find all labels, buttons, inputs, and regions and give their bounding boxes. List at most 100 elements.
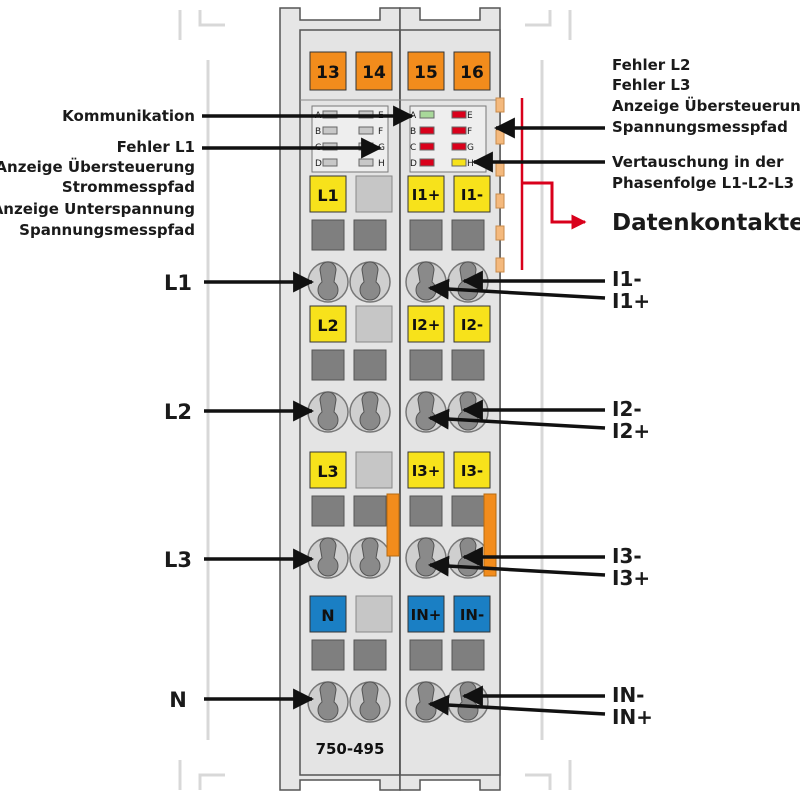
led-f-right xyxy=(451,126,467,135)
cell-blank-2 xyxy=(355,305,393,343)
label-fehler-l1: Fehler L1 xyxy=(117,138,195,156)
label-vertauschung-2: Phasenfolge L1-L2-L3 xyxy=(612,174,794,192)
arrow-i2-plus xyxy=(427,408,606,430)
led-a-right xyxy=(419,110,435,119)
label-i3-plus: I3+ xyxy=(612,566,650,590)
cell-right-a-3 xyxy=(407,451,445,489)
cell-left-1 xyxy=(309,175,347,213)
svg-text:H: H xyxy=(467,159,474,169)
push-button-2-2 xyxy=(353,349,387,381)
push-button-1-2 xyxy=(353,219,387,251)
latch-left xyxy=(386,493,400,557)
label-n: N xyxy=(169,688,187,712)
din-rail-outline xyxy=(178,10,572,790)
push-button-3-4 xyxy=(451,495,485,527)
led-d-right xyxy=(419,158,435,167)
label-i1-minus: I1- xyxy=(612,267,642,291)
push-button-4-3 xyxy=(409,639,443,671)
terminal-14: 14 xyxy=(362,63,386,83)
cell-right-b-2 xyxy=(453,305,491,343)
terminal-15: 15 xyxy=(414,63,438,83)
push-button-3-1 xyxy=(311,495,345,527)
arrow-in-plus xyxy=(427,694,606,716)
cell-left-4 xyxy=(309,595,347,633)
right-labels: Fehler L2 Fehler L3 Anzeige Übersteuerun… xyxy=(612,56,800,729)
label-in-plus: IN+ xyxy=(612,705,653,729)
label-kommunikation: Kommunikation xyxy=(62,107,195,125)
cell-right-label-a-3: I3+ xyxy=(412,462,441,480)
label-i1-plus: I1+ xyxy=(612,289,650,313)
datenkontakte-arrow xyxy=(522,181,587,230)
top-terminals: 13 14 15 16 xyxy=(309,51,491,91)
push-button-1-4 xyxy=(451,219,485,251)
push-button-3-3 xyxy=(409,495,443,527)
label-uebersteuerung-strom-1: Anzeige Übersteuerung xyxy=(0,157,195,176)
left-labels: Kommunikation Fehler L1 Anzeige Übersteu… xyxy=(0,107,195,712)
cell-right-a-4 xyxy=(407,595,445,633)
label-i2-plus: I2+ xyxy=(612,419,650,443)
label-vertauschung-1: Vertauschung in der xyxy=(612,153,784,171)
led-e-right xyxy=(451,110,467,119)
label-i3-minus: I3- xyxy=(612,544,642,568)
led-b-right xyxy=(419,126,435,135)
clamp-opening-4-1 xyxy=(317,681,339,721)
led-b-left xyxy=(322,126,338,135)
latch-right xyxy=(483,493,497,577)
svg-text:F: F xyxy=(467,127,472,137)
label-l3: L3 xyxy=(164,548,192,572)
label-fehler-l2: Fehler L2 xyxy=(612,56,690,74)
label-in-minus: IN- xyxy=(612,683,644,707)
svg-text:B: B xyxy=(315,127,321,137)
push-button-4-2 xyxy=(353,639,387,671)
cell-left-label-2: L2 xyxy=(317,316,338,335)
clamp-opening-1-1 xyxy=(317,261,339,301)
led-f-left xyxy=(358,126,374,135)
cell-right-label-a-1: I1+ xyxy=(412,186,441,204)
arrow-i1-plus xyxy=(427,278,606,300)
svg-text:E: E xyxy=(467,111,473,121)
arrow-i3-plus xyxy=(427,555,606,577)
data-contacts xyxy=(495,97,505,273)
svg-text:H: H xyxy=(378,159,385,169)
cell-right-a-2 xyxy=(407,305,445,343)
cell-left-label-4: N xyxy=(321,606,334,625)
led-d-left xyxy=(322,158,338,167)
clamp-opening-3-2 xyxy=(359,537,381,577)
cell-left-2 xyxy=(309,305,347,343)
push-button-3-2 xyxy=(353,495,387,527)
push-button-1-1 xyxy=(311,219,345,251)
cell-left-label-3: L3 xyxy=(317,462,338,481)
push-button-2-4 xyxy=(451,349,485,381)
svg-text:D: D xyxy=(410,159,417,169)
terminal-13: 13 xyxy=(316,63,340,83)
clamp-opening-2-1 xyxy=(317,391,339,431)
cell-blank-4 xyxy=(355,595,393,633)
svg-text:G: G xyxy=(467,143,474,153)
label-l2: L2 xyxy=(164,400,192,424)
push-button-4-4 xyxy=(451,639,485,671)
led-g-right xyxy=(451,142,467,151)
svg-text:B: B xyxy=(410,127,416,137)
label-i2-minus: I2- xyxy=(612,397,642,421)
svg-text:F: F xyxy=(378,127,383,137)
push-button-1-3 xyxy=(409,219,443,251)
cell-right-a-1 xyxy=(407,175,445,213)
cell-blank-3 xyxy=(355,451,393,489)
cell-right-label-a-2: I2+ xyxy=(412,316,441,334)
label-unterspannung-1: Anzeige Unterspannung xyxy=(0,200,195,218)
label-uebersteuerung-strom-2: Strommesspfad xyxy=(62,178,195,196)
svg-text:C: C xyxy=(410,143,416,153)
led-h-right xyxy=(451,158,467,167)
label-uebersteuerung-span-1: Anzeige Übersteuerung xyxy=(612,96,800,115)
model-label: 750-495 xyxy=(316,740,385,758)
cell-right-label-b-4: IN- xyxy=(460,606,484,624)
cell-blank-1 xyxy=(355,175,393,213)
callout-arrows xyxy=(202,105,606,716)
push-button-2-3 xyxy=(409,349,443,381)
svg-text:D: D xyxy=(315,159,322,169)
clamp-opening-4-2 xyxy=(359,681,381,721)
terminal-16: 16 xyxy=(460,63,484,83)
cell-left-3 xyxy=(309,451,347,489)
